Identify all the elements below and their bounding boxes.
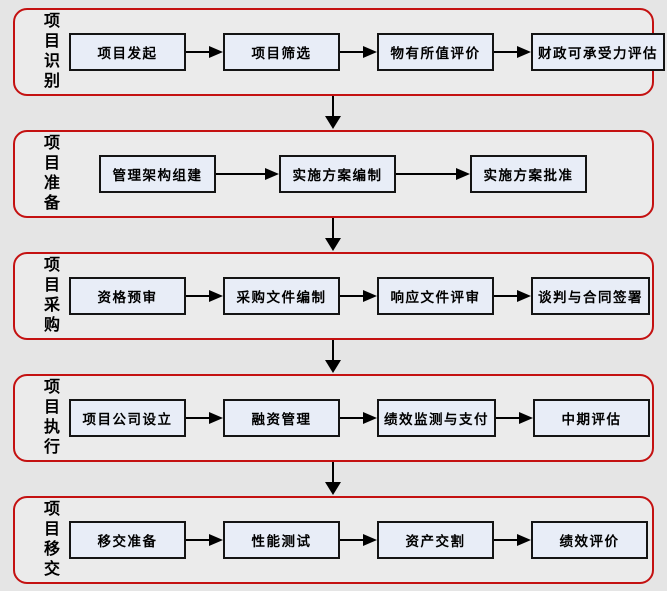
right-arrow-icon <box>186 412 223 424</box>
right-arrow-icon <box>186 290 223 302</box>
step-box: 项目公司设立 <box>69 399 186 437</box>
phase-label: 项目识别 <box>41 12 58 92</box>
right-arrow-icon <box>186 534 223 546</box>
step-box: 谈判与合同签署 <box>531 277 650 315</box>
steps-row: 项目公司设立 融资管理 绩效监测与支付 中期评估 <box>69 399 650 437</box>
phase-execution: 项目执行 项目公司设立 融资管理 绩效监测与支付 中期评估 <box>13 374 654 462</box>
phase-label: 项目执行 <box>41 378 58 458</box>
step-box: 性能测试 <box>223 521 340 559</box>
step-box: 资格预审 <box>69 277 186 315</box>
phase-label: 项目移交 <box>41 500 58 580</box>
step-box: 项目筛选 <box>223 33 340 71</box>
step-box: 项目发起 <box>69 33 186 71</box>
steps-row: 管理架构组建 实施方案编制 实施方案批准 <box>99 155 587 193</box>
step-box: 实施方案批准 <box>470 155 587 193</box>
phase-identification: 项目识别 项目发起 项目筛选 物有所值评价 财政可承受力评估 <box>13 8 665 96</box>
phase-label-column: 项目准备 <box>29 134 69 214</box>
step-box: 管理架构组建 <box>99 155 216 193</box>
steps-row: 资格预审 采购文件编制 响应文件评审 谈判与合同签署 <box>69 277 650 315</box>
step-box: 实施方案编制 <box>279 155 396 193</box>
down-arrow-icon <box>0 96 667 130</box>
steps-row: 移交准备 性能测试 资产交割 绩效评价 <box>69 521 648 559</box>
step-box: 资产交割 <box>377 521 494 559</box>
right-arrow-icon <box>216 168 279 180</box>
step-box: 物有所值评价 <box>377 33 494 71</box>
down-arrow-icon <box>0 340 667 374</box>
right-arrow-icon <box>494 534 531 546</box>
right-arrow-icon <box>494 290 531 302</box>
right-arrow-icon <box>186 46 223 58</box>
phase-label-column: 项目采购 <box>29 256 69 336</box>
step-box: 绩效评价 <box>531 521 648 559</box>
phase-label: 项目准备 <box>41 134 58 214</box>
phase-label-column: 项目识别 <box>29 12 69 92</box>
right-arrow-icon <box>496 412 533 424</box>
right-arrow-icon <box>340 534 377 546</box>
steps-row: 项目发起 项目筛选 物有所值评价 财政可承受力评估 <box>69 33 665 71</box>
phase-preparation: 项目准备 管理架构组建 实施方案编制 实施方案批准 <box>13 130 654 218</box>
right-arrow-icon <box>340 46 377 58</box>
step-box: 融资管理 <box>223 399 340 437</box>
step-box: 响应文件评审 <box>377 277 494 315</box>
phase-procurement: 项目采购 资格预审 采购文件编制 响应文件评审 谈判与合同签署 <box>13 252 654 340</box>
right-arrow-icon <box>340 290 377 302</box>
right-arrow-icon <box>396 168 470 180</box>
phase-handover: 项目移交 移交准备 性能测试 资产交割 绩效评价 <box>13 496 654 584</box>
step-box: 采购文件编制 <box>223 277 340 315</box>
phase-label: 项目采购 <box>41 256 58 336</box>
right-arrow-icon <box>494 46 531 58</box>
right-arrow-icon <box>340 412 377 424</box>
step-box: 绩效监测与支付 <box>377 399 496 437</box>
phase-label-column: 项目执行 <box>29 378 69 458</box>
down-arrow-icon <box>0 218 667 252</box>
down-arrow-icon <box>0 462 667 496</box>
step-box: 财政可承受力评估 <box>531 33 665 71</box>
phase-label-column: 项目移交 <box>29 500 69 580</box>
step-box: 移交准备 <box>69 521 186 559</box>
step-box: 中期评估 <box>533 399 650 437</box>
